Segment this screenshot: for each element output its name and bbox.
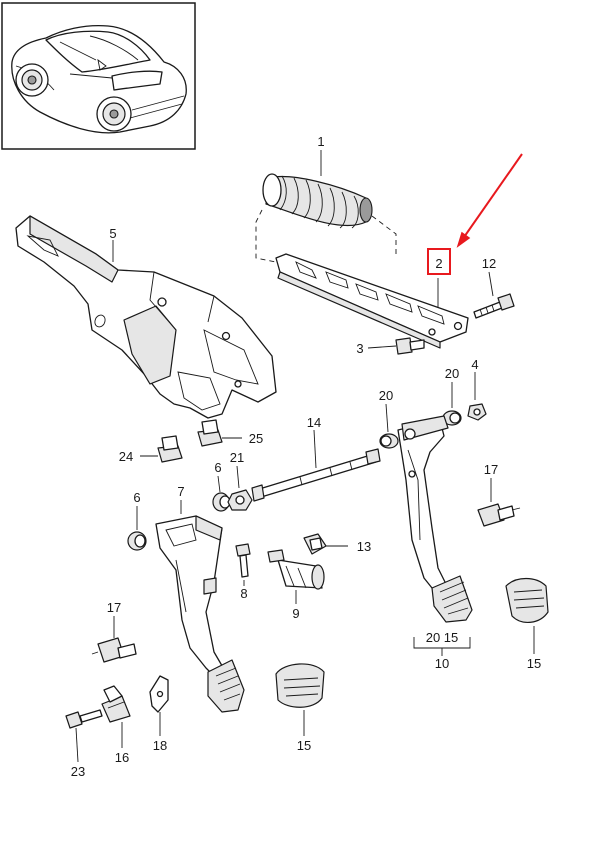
- highlight-arrow: [456, 153, 523, 248]
- part-16-switch-holder: [101, 685, 131, 723]
- callout-2: 2: [435, 256, 442, 271]
- callout-17-right: 17: [484, 462, 498, 477]
- part-18-bracket: [149, 675, 169, 713]
- callout-9: 9: [292, 606, 299, 621]
- callout-13: 13: [357, 539, 371, 554]
- vehicle-overview-inset: [1, 2, 196, 150]
- part-1-rubber-boot: [262, 173, 373, 229]
- callout-23: 23: [71, 764, 85, 779]
- part-14-shaft: [251, 448, 381, 502]
- callout-17-left: 17: [107, 600, 121, 615]
- part-15-pedal-pad-right: [505, 577, 549, 623]
- callout-1: 1: [317, 134, 324, 149]
- part-10-brake-pedal: [397, 415, 451, 599]
- part-5-pedal-carrier: [15, 215, 277, 419]
- callout-4: 4: [471, 357, 478, 372]
- part-15-pedal-pad-brake: [431, 575, 473, 623]
- callout-10-subparts: 20 15: [426, 630, 459, 645]
- part-4-nut: [467, 403, 487, 421]
- part-13-clip: [303, 533, 327, 555]
- callout-16: 16: [115, 750, 129, 765]
- part-9-cylinder: [267, 549, 325, 590]
- part-2-bracket: [275, 253, 469, 349]
- part-8-pin: [235, 543, 251, 578]
- part-15-pedal-pad-clutch: [207, 659, 245, 713]
- leader-20-upper: [385, 403, 389, 433]
- leader-3: [367, 345, 397, 349]
- leader-14: [313, 429, 317, 469]
- part-20-bushing-upper: [379, 433, 399, 449]
- callout-12: 12: [482, 256, 496, 271]
- leader-21: [236, 465, 240, 489]
- callout-24: 24: [119, 449, 133, 464]
- leader-12: [488, 271, 494, 297]
- assembly-guide-right: [371, 215, 397, 258]
- car-illustration: [11, 24, 187, 134]
- part-24-nut: [157, 435, 183, 463]
- callout-6-upper: 6: [214, 460, 221, 475]
- assembly-guide-left: [255, 209, 277, 263]
- callout-6-lower: 6: [133, 490, 140, 505]
- callout-labels: 1 2 3 4 5 6 6 7 8 9 10 20 15 12 13 14 15…: [71, 134, 541, 779]
- leader-23: [75, 727, 79, 763]
- callout-7: 7: [177, 484, 184, 499]
- callout-8: 8: [240, 586, 247, 601]
- callout-20-upper: 20: [379, 388, 393, 403]
- part-17-switch-right: [477, 503, 521, 527]
- part-20-bushing-right: [442, 410, 462, 426]
- callout-15-right: 15: [527, 656, 541, 671]
- part-21-nut: [227, 489, 253, 511]
- callout-10: 10: [435, 656, 449, 671]
- leader-6-upper: [217, 475, 221, 493]
- part-17-switch-left: [91, 637, 137, 663]
- callout-25: 25: [249, 431, 263, 446]
- part-12-bolt: [473, 293, 515, 319]
- callout-14: 14: [307, 415, 321, 430]
- callout-18: 18: [153, 738, 167, 753]
- part-3-screw: [395, 337, 425, 355]
- callout-15-center: 15: [297, 738, 311, 753]
- callout-20-right: 20: [445, 366, 459, 381]
- part-7-clutch-pedal: [155, 515, 229, 685]
- highlight-box-2: [427, 248, 451, 275]
- part-23-screw: [65, 709, 103, 729]
- part-25-nut: [197, 419, 223, 447]
- callout-3: 3: [356, 341, 363, 356]
- part-15-pedal-pad-center: [275, 663, 325, 708]
- callout-5: 5: [109, 226, 116, 241]
- part-6-bushing-lower: [127, 531, 147, 551]
- callout-21: 21: [230, 450, 244, 465]
